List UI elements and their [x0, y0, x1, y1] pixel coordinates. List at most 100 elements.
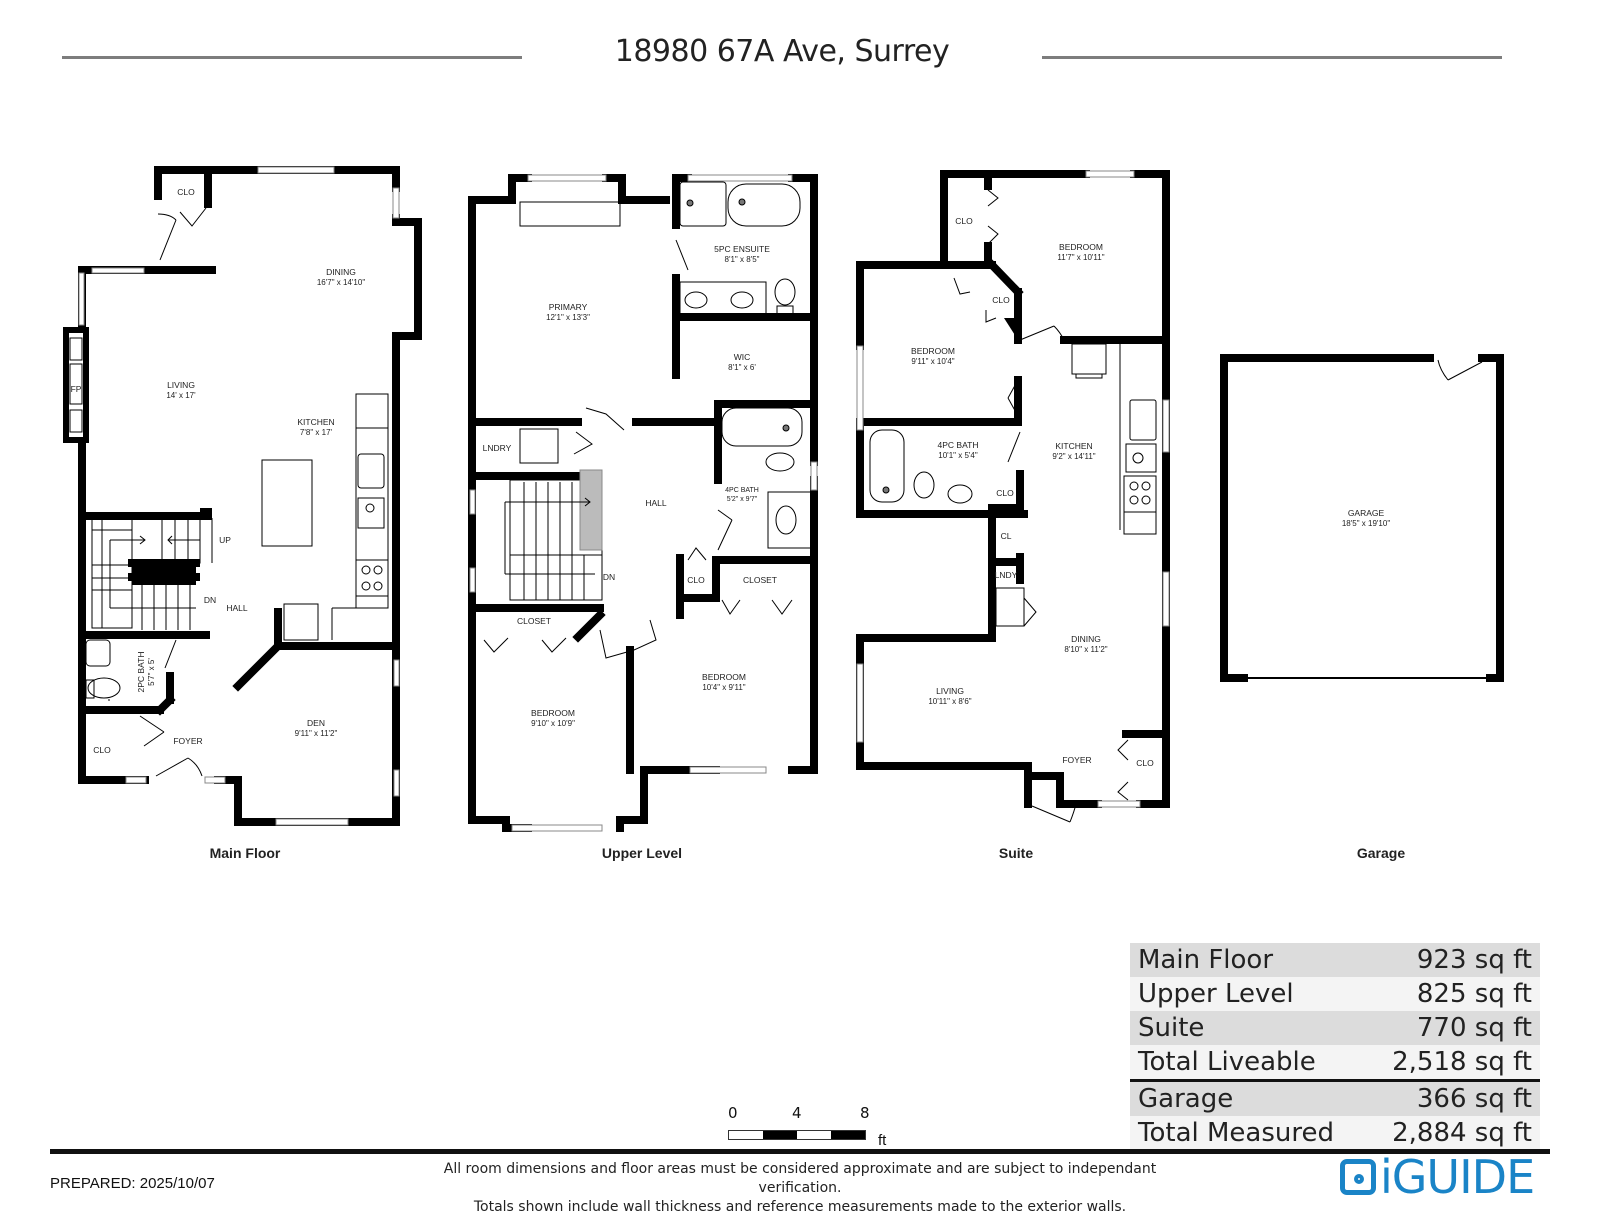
- area-label: Total Measured: [1138, 1118, 1334, 1148]
- room-label: HALL: [645, 498, 667, 508]
- area-row: Main Floor 923 sq ft: [1130, 943, 1540, 977]
- scale-tick: 4: [792, 1104, 802, 1122]
- room-dimension: 9'11" x 10'4": [911, 357, 954, 366]
- room-label: BEDROOM: [531, 708, 575, 718]
- room-dimension: 8'1" x 8'5": [725, 255, 760, 264]
- level-label-main-floor: Main Floor: [210, 845, 281, 861]
- room-label: DN: [603, 572, 615, 582]
- room-dimension: 10'4" x 9'11": [702, 683, 745, 692]
- room-label: DINING: [1071, 634, 1101, 644]
- title-rule-left: [62, 56, 522, 59]
- room-label: GARAGE: [1348, 508, 1385, 518]
- room-dimension: 5'2" x 9'7": [727, 496, 758, 503]
- area-summary-table: Main Floor 923 sq ft Upper Level 825 sq …: [1130, 943, 1540, 1150]
- room-label: CLO: [177, 187, 195, 197]
- room-label: 4PC BATH: [725, 487, 759, 494]
- room-label: CLOSET: [743, 575, 777, 585]
- garage-plan: [1220, 354, 1504, 682]
- area-value: 2,884 sq ft: [1392, 1118, 1532, 1148]
- room-label: CLOSET: [517, 616, 551, 626]
- garage-labels: GARAGE 18'5" x 19'10" Garage: [1342, 508, 1406, 861]
- title-rule-right: [1042, 56, 1502, 59]
- room-label: 4PC BATH: [938, 440, 979, 450]
- area-label: Garage: [1138, 1084, 1234, 1114]
- room-label: FOYER: [1062, 755, 1091, 765]
- room-label: HALL: [226, 603, 248, 613]
- suite-plan: [856, 170, 1170, 823]
- room-label: LNDRY: [483, 443, 512, 453]
- prepared-date: PREPARED: 2025/10/07: [50, 1175, 215, 1192]
- room-label: LIVING: [936, 686, 964, 696]
- page-title: 18980 67A Ave, Surrey: [614, 34, 950, 69]
- room-dimension: 10'1" x 5'4": [938, 451, 978, 460]
- main-floor-plan: [63, 166, 422, 826]
- room-label: PRIMARY: [549, 302, 588, 312]
- upper-level-plan: [468, 174, 818, 832]
- room-label: FP: [71, 384, 82, 394]
- main-floor-labels: CLO DINING 16'7" x 14'10" LIVING 14' x 1…: [71, 187, 366, 861]
- disclaimer-line-1: All room dimensions and floor areas must…: [443, 1161, 1157, 1196]
- room-label: DINING: [326, 267, 356, 277]
- area-row: Suite 770 sq ft: [1130, 1011, 1540, 1045]
- level-label-garage: Garage: [1357, 845, 1405, 861]
- room-dimension: 5'7" x 5': [147, 658, 156, 686]
- footer-divider: [50, 1149, 1550, 1154]
- room-label: BEDROOM: [1059, 242, 1103, 252]
- scale-tick: 0: [728, 1104, 738, 1122]
- room-label: CL: [1001, 531, 1012, 541]
- room-dimension: 16'7" x 14'10": [317, 278, 365, 287]
- area-value: 366 sq ft: [1416, 1084, 1532, 1114]
- area-row-total-liveable: Total Liveable 2,518 sq ft: [1130, 1045, 1540, 1079]
- room-dimension: 9'10" x 10'9": [531, 719, 575, 728]
- disclaimer: All room dimensions and floor areas must…: [420, 1160, 1180, 1217]
- room-dimension: 11'7" x 10'11": [1057, 253, 1104, 262]
- level-label-upper-level: Upper Level: [602, 845, 682, 861]
- room-dimension: 12'1" x 13'3": [546, 313, 590, 322]
- room-label: CLO: [955, 216, 973, 226]
- iguide-logo: iGUIDE: [1340, 1150, 1535, 1204]
- room-label: DEN: [307, 718, 325, 728]
- room-label: DN: [204, 595, 216, 605]
- room-label: CLO: [992, 295, 1010, 305]
- level-label-suite: Suite: [999, 845, 1033, 861]
- room-label: WIC: [734, 352, 751, 362]
- area-row: Garage 366 sq ft: [1130, 1079, 1540, 1116]
- room-label: CLO: [996, 488, 1014, 498]
- room-dimension: 14' x 17': [166, 391, 196, 400]
- room-label: CLO: [687, 575, 705, 585]
- room-dimension: 10'11" x 8'6": [928, 697, 971, 706]
- room-label: BEDROOM: [911, 346, 955, 356]
- header: 18980 67A Ave, Surrey: [62, 30, 1502, 80]
- room-dimension: 18'5" x 19'10": [1342, 519, 1390, 528]
- disclaimer-line-2: Totals shown include wall thickness and …: [473, 1199, 1127, 1215]
- area-value: 825 sq ft: [1416, 979, 1532, 1009]
- room-label: FOYER: [173, 736, 202, 746]
- scale-tick: 8: [860, 1104, 870, 1122]
- room-label: 5PC ENSUITE: [714, 244, 770, 254]
- room-dimension: 7'8" x 17': [300, 428, 333, 437]
- suite-labels: CLO BEDROOM 11'7" x 10'11" CLO BEDROOM 9…: [911, 216, 1154, 861]
- camera-icon: [1340, 1159, 1376, 1195]
- scale-unit: ft: [878, 1132, 887, 1149]
- scale-bar-graphic: [728, 1130, 866, 1140]
- upper-level-labels: 5PC ENSUITE 8'1" x 8'5" PRIMARY 12'1" x …: [483, 244, 777, 861]
- room-dimension: 8'10" x 11'2": [1064, 645, 1107, 654]
- room-dimension: 9'11" x 11'2": [295, 729, 338, 738]
- room-label: KITCHEN: [297, 417, 334, 427]
- area-label: Main Floor: [1138, 945, 1274, 975]
- area-value: 770 sq ft: [1416, 1013, 1532, 1043]
- area-label: Total Liveable: [1138, 1047, 1316, 1077]
- logo-text: iGUIDE: [1380, 1150, 1535, 1204]
- area-label: Suite: [1138, 1013, 1205, 1043]
- room-label: KITCHEN: [1055, 441, 1092, 451]
- room-dimension: 8'1" x 6': [728, 363, 756, 372]
- room-label: LNDY: [995, 570, 1018, 580]
- area-row: Upper Level 825 sq ft: [1130, 977, 1540, 1011]
- room-label: LIVING: [167, 380, 195, 390]
- room-dimension: 9'2" x 14'11": [1052, 452, 1095, 461]
- area-value: 2,518 sq ft: [1392, 1047, 1532, 1077]
- area-value: 923 sq ft: [1416, 945, 1532, 975]
- room-label: CLO: [1136, 758, 1154, 768]
- room-label: BEDROOM: [702, 672, 746, 682]
